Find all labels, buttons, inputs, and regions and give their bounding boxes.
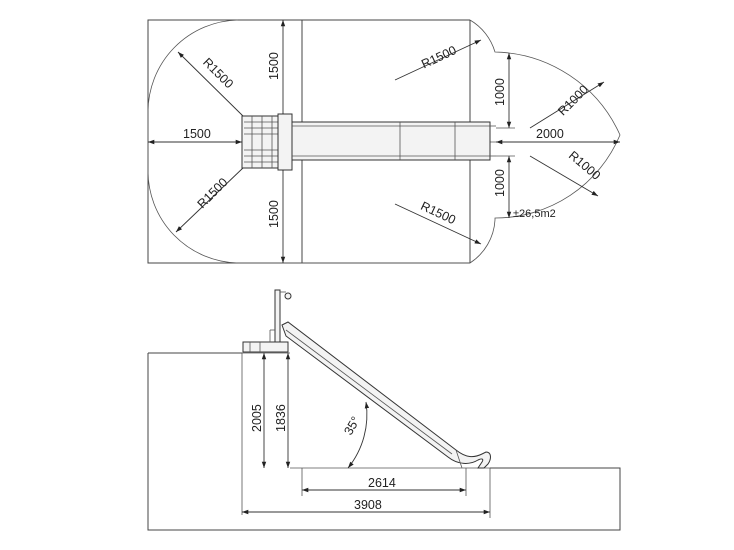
slide-chute-plan	[291, 121, 496, 161]
safety-zone-outline	[147, 19, 621, 264]
radius-leader-right-bottom	[394, 203, 482, 245]
slide-tower-plan	[241, 113, 293, 171]
radius-leader-end-top	[529, 81, 605, 129]
label-area: ±26,5m2	[513, 208, 556, 220]
label-radius-end-top: R1000	[555, 82, 591, 118]
angle-arc	[347, 401, 370, 469]
plan-view: R1500 R1500 1500 1500 1500 R1500 R1500 R…	[147, 19, 621, 264]
radius-leader-left-bottom	[175, 166, 245, 233]
radius-leader-end-bottom	[529, 155, 599, 197]
label-angle: 35°	[341, 414, 363, 437]
label-width-left: 1500	[183, 127, 211, 141]
label-length-end: 2000	[536, 127, 564, 141]
label-radius-right-top: R1500	[419, 43, 458, 71]
label-height-bottom: 1500	[267, 200, 281, 228]
elevation-frame	[147, 352, 621, 531]
radius-leader-left-top	[177, 51, 245, 118]
label-offset-bottom: 1000	[493, 169, 507, 197]
label-height-platform: 1836	[274, 404, 288, 432]
label-radius-left-top: R1500	[200, 55, 236, 91]
label-height-total: 2005	[250, 404, 264, 432]
slide-chute-elevation	[281, 321, 491, 469]
label-radius-right-bottom: R1500	[419, 199, 458, 227]
label-radius-end-bottom: R1000	[566, 148, 603, 182]
slide-tower-elevation	[242, 289, 292, 353]
label-radius-left-bottom: R1500	[195, 175, 231, 211]
elevation-view: 2005 1836 35° 2614 3908	[147, 289, 621, 531]
label-height-top: 1500	[267, 52, 281, 80]
label-length-total: 3908	[354, 498, 382, 512]
label-length-slide: 2614	[368, 476, 396, 490]
label-offset-top: 1000	[493, 78, 507, 106]
radius-leader-right-top	[394, 39, 482, 81]
